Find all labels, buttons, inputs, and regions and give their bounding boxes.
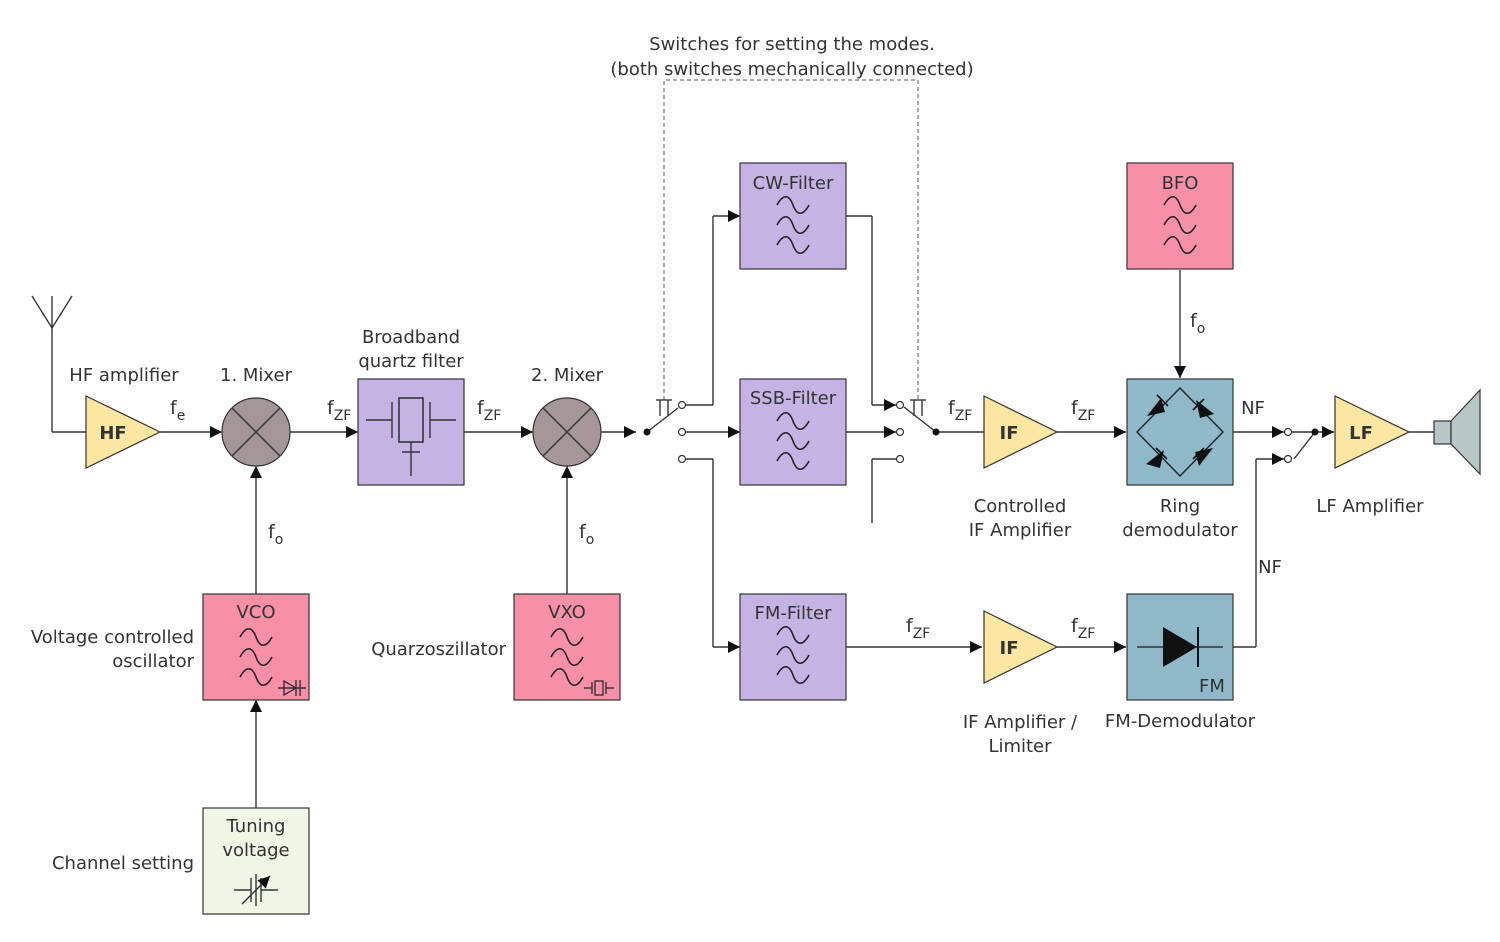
signal-labels: fe fZF fZF fo fo fZF fZF fo fZF fZF NF N… [170,310,1282,642]
ring-demodulator-label-1: Ring [1160,496,1200,517]
tuning-voltage: Tuning voltage Channel setting [52,807,310,915]
fm-demodulator: FM FM-Demodulator [1105,593,1256,732]
ssb-filter: SSB-Filter [739,378,847,486]
mixer-2: 2. Mixer [531,365,604,467]
switch-note-line-1: Switches for setting the modes. [649,34,935,55]
if-amplifier-2-triangle [983,610,1059,684]
if-amplifier-1-symbol: IF [1000,423,1019,444]
bfo-box [1126,162,1234,270]
if-amplifier-2-label-2: Limiter [988,736,1052,757]
signal-fo: fo [579,521,594,548]
if-amplifier-1-triangle [983,395,1059,469]
speaker-icon [1433,388,1481,476]
ring-demodulator: Ring demodulator [1122,378,1238,541]
junction-dots [643,428,1319,436]
lf-amplifier-label: LF Amplifier [1316,496,1424,517]
cw-filter: CW-Filter [739,162,847,270]
signal-fzf: fZF [327,397,351,424]
quartz-crystal-icon [366,397,456,476]
hf-amplifier-label: HF amplifier [69,365,179,386]
vco-title: VCO [236,602,275,623]
signal-fo: fo [1190,310,1205,337]
broadband-filter-label-2: quartz filter [358,351,464,372]
vxo-box [513,593,621,701]
tuning-line-1: Tuning [226,816,286,837]
signal-fo: fo [268,521,283,548]
cw-filter-box [739,162,847,270]
signal-nf: NF [1241,398,1265,419]
diode-icon [1137,627,1223,667]
speaker-cone [1450,388,1481,476]
if-amplifier-2-label-1: IF Amplifier / [963,712,1078,733]
signal-nf: NF [1258,557,1282,578]
signal-fe: fe [170,397,185,424]
vxo-title: VXO [548,602,586,623]
broadband-quartz-filter: Broadband quartz filter [357,327,465,486]
cw-filter-title: CW-Filter [753,173,834,194]
if-amplifier-1-label-1: Controlled [974,496,1067,517]
vco-desc-1: Voltage controlled [31,627,194,648]
signal-fzf: fZF [1071,397,1095,424]
if-amplifier-1-label-2: IF Amplifier [969,520,1072,541]
signal-fzf: fZF [477,397,501,424]
fm-filter-title: FM-Filter [755,603,833,624]
mixer-1-label: 1. Mixer [220,365,293,386]
fm-filter: FM-Filter [739,593,847,701]
vco: VCO Voltage controlled oscillator [31,593,310,701]
signal-wires [31,79,1434,808]
hf-amplifier-symbol: HF [99,423,126,444]
ring-demodulator-label-2: demodulator [1122,520,1238,541]
fm-demodulator-label: FM-Demodulator [1105,711,1256,732]
mixer-2-label: 2. Mixer [531,365,604,386]
hf-amplifier: HF HF amplifier [69,365,179,469]
vco-desc-2: oscillator [112,651,194,672]
if-amplifier-limiter: IF IF Amplifier / Limiter [963,610,1078,757]
antenna-icon [31,295,73,432]
vco-box [202,593,310,701]
signal-fzf: fZF [948,397,972,424]
bfo: BFO [1126,162,1234,270]
mixer-1: 1. Mixer [220,365,293,467]
signal-fzf: fZF [1071,615,1095,642]
lf-amplifier-symbol: LF [1349,423,1373,444]
broadband-filter-label-1: Broadband [362,327,460,348]
if-amplifier-controlled: IF Controlled IF Amplifier [969,395,1072,541]
switch-contacts [677,400,1293,464]
fm-filter-box [739,593,847,701]
crystal-icon [584,680,614,696]
ring-demodulator-box [1126,378,1234,486]
lf-amplifier-triangle [1334,395,1411,469]
fm-demodulator-tag: FM [1199,676,1225,697]
signal-fzf: fZF [906,615,930,642]
bfo-title: BFO [1162,173,1199,194]
hf-amplifier-triangle [85,395,162,469]
tuning-desc: Channel setting [52,853,194,874]
lf-amplifier: LF LF Amplifier [1316,395,1424,517]
speaker-magnet [1433,420,1452,445]
vxo-desc: Quarzoszillator [371,639,506,660]
diode-bridge-icon [1136,386,1224,478]
ssb-filter-box [739,378,847,486]
vxo: VXO Quarzoszillator [371,593,621,701]
ssb-filter-title: SSB-Filter [750,388,837,409]
if-amplifier-2-symbol: IF [1000,638,1019,659]
switch-note-line-2: (both switches mechanically connected) [610,59,973,80]
varactor-diode-icon [278,679,306,697]
variable-capacitor-icon [234,874,278,906]
tuning-line-2: voltage [222,840,289,861]
